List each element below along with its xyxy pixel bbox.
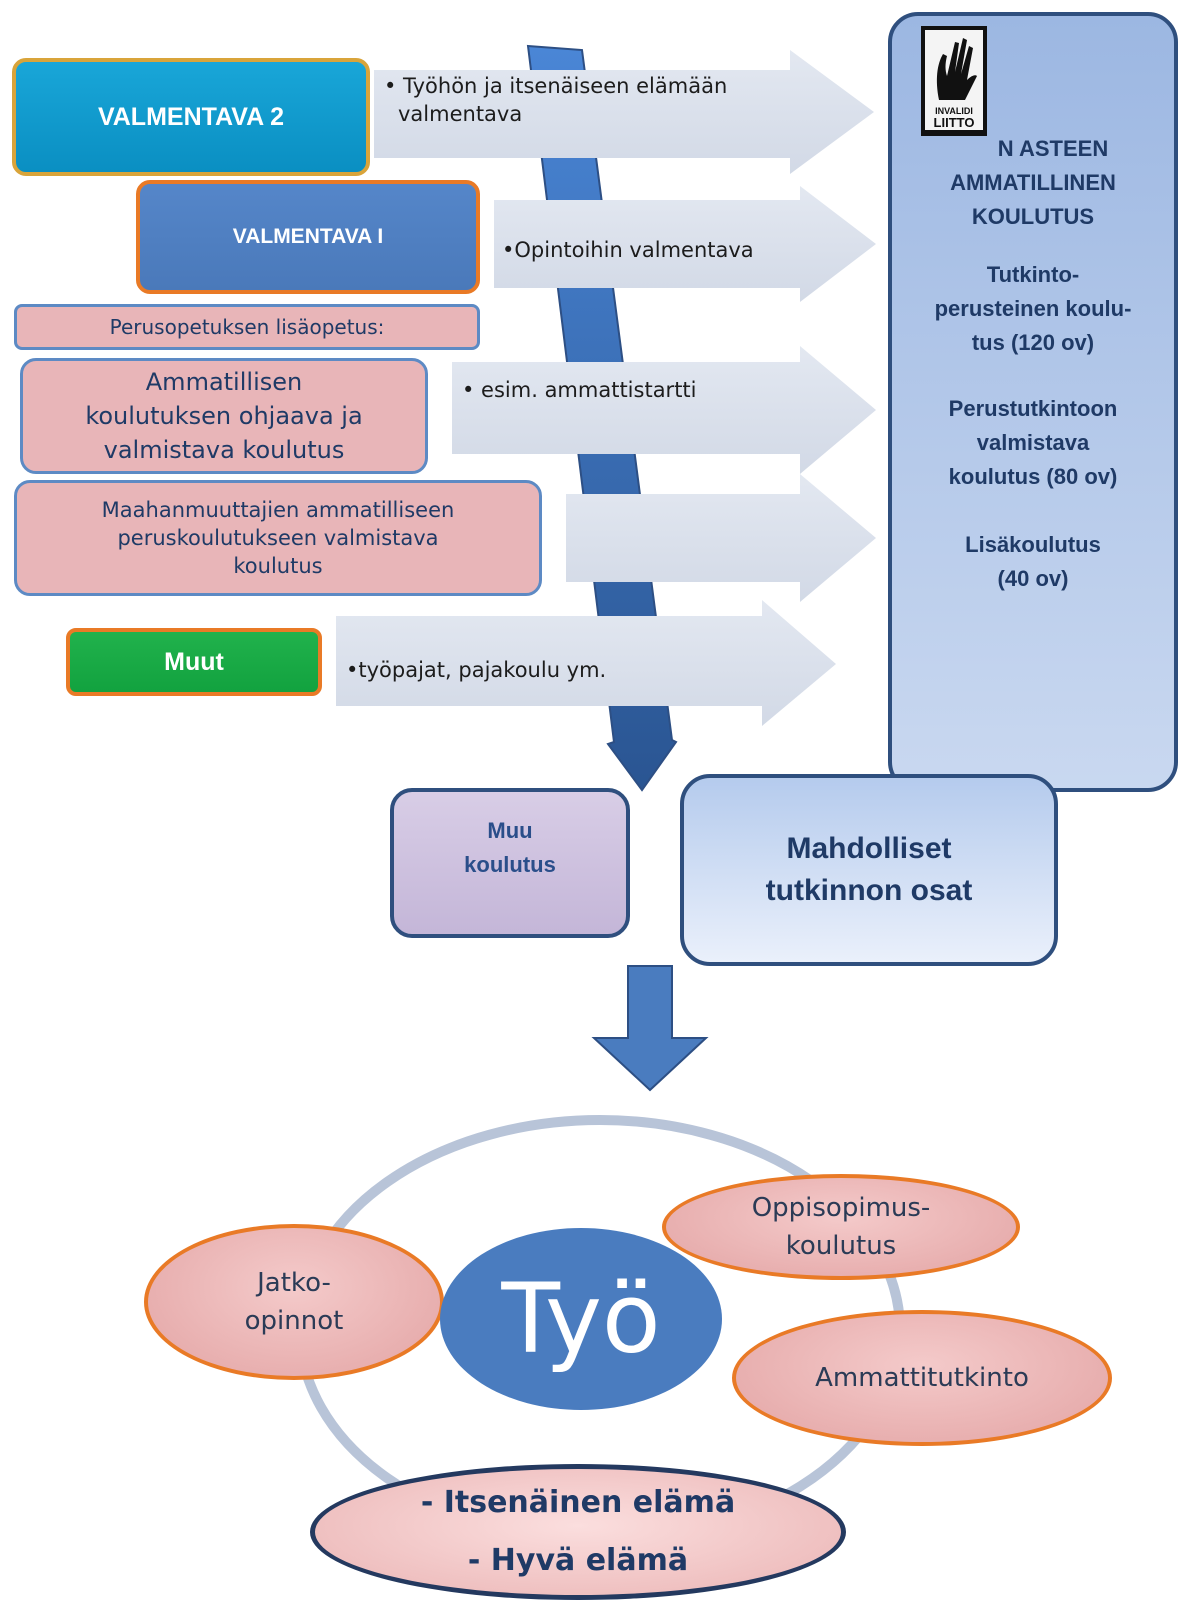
toisen-asteen-panel: N ASTEEN AMMATILLINEN KOULUTUS Tutkinto-… (888, 12, 1178, 792)
panel-item-line: koulutus (80 ov) (948, 464, 1118, 489)
tyo-label: Työ (501, 1263, 661, 1375)
maahanmuuttajien-line: Maahanmuuttajien ammatilliseen (101, 498, 455, 522)
muu-koulutus-box: Muu koulutus (390, 788, 630, 938)
perusopetus-label: Perusopetuksen lisäopetus: (109, 315, 385, 339)
arrow-1-line: valmentava (398, 102, 523, 126)
oppisopimus-line: koulutus (785, 1231, 897, 1261)
arrow-3-text: • esim. ammattistartti (462, 378, 697, 402)
muut-box: Muut (66, 628, 322, 696)
jatko-line: Jatko- (257, 1268, 331, 1298)
arrow-1 (374, 50, 874, 174)
valmentava-1-box: VALMENTAVA I (136, 180, 480, 294)
muut-label: Muut (164, 647, 224, 676)
maahanmuuttajien-line: koulutus (233, 554, 323, 578)
logo-text-top: INVALIDI (935, 106, 973, 116)
mahdolliset-box: Mahdolliset tutkinnon osat (680, 774, 1058, 966)
elama-line: - Itsenäinen elämä (420, 1485, 736, 1520)
arrow-1-line: • Työhön ja itsenäiseen elämään (384, 74, 728, 98)
down-arrow (591, 965, 709, 1092)
panel-item-line: Perustutkintoon (948, 396, 1118, 421)
arrow-2 (494, 186, 876, 302)
panel-heading-rest: AMMATILLINEN KOULUTUS (892, 166, 1174, 234)
ammattitutkinto-bubble: Ammattitutkinto (732, 1310, 1112, 1446)
oppisopimus-bubble: Oppisopimus- koulutus (662, 1174, 1020, 1280)
panel-heading-line: AMMATILLINEN (950, 170, 1116, 195)
ammatillisen-box: Ammatillisen koulutuksen ohjaava ja valm… (20, 358, 428, 474)
ammatillisen-line: koulutuksen ohjaava ja (85, 402, 363, 430)
panel-item-perustutkinto: Perustutkintoon valmistava koulutus (80 … (892, 392, 1174, 494)
panel-item-line: Lisäkoulutus (965, 532, 1101, 557)
ammatillisen-line: Ammatillisen (145, 368, 303, 396)
arrow-4 (566, 474, 876, 602)
panel-item-line: tus (120 ov) (971, 330, 1095, 355)
elama-ellipse: - Itsenäinen elämä - Hyvä elämä (310, 1464, 846, 1600)
arrow-2-text: •Opintoihin valmentava (502, 238, 754, 262)
valmentava-2-label: VALMENTAVA 2 (97, 102, 285, 131)
arrow-5 (336, 600, 836, 726)
muu-koulutus-line: Muu (487, 818, 533, 843)
arrow-3 (452, 346, 876, 474)
panel-item-line: valmistava (976, 430, 1090, 455)
hand-icon: INVALIDI LIITTO (934, 38, 977, 130)
oppisopimus-line: Oppisopimus- (751, 1193, 931, 1223)
arrow-5-text: •työpajat, pajakoulu ym. (346, 658, 607, 682)
valmentava-1-label: VALMENTAVA I (232, 225, 384, 248)
mahdolliset-line: tutkinnon osat (765, 874, 973, 907)
panel-item-line: (40 ov) (997, 566, 1069, 591)
logo-text-bottom: LIITTO (934, 115, 975, 130)
maahanmuuttajien-line: peruskoulutukseen valmistava (117, 526, 439, 550)
invalidiliitto-logo: INVALIDI LIITTO (921, 26, 987, 136)
elama-line: - Hyvä elämä (467, 1543, 689, 1578)
panel-heading-line: N ASTEEN (997, 136, 1109, 161)
panel-item-line: Tutkinto- (986, 262, 1080, 287)
ammatillisen-line: valmistava koulutus (103, 436, 345, 464)
mahdolliset-line: Mahdolliset (786, 832, 952, 865)
panel-item-line: perusteinen koulu- (934, 296, 1132, 321)
tyo-center-circle: Työ (440, 1228, 722, 1410)
maahanmuuttajien-box: Maahanmuuttajien ammatilliseen peruskoul… (14, 480, 542, 596)
valmentava-2-box: VALMENTAVA 2 (12, 58, 370, 176)
logo-inner: INVALIDI LIITTO (925, 30, 983, 130)
muu-koulutus-line: koulutus (464, 852, 556, 877)
perusopetus-box: Perusopetuksen lisäopetus: (14, 304, 480, 350)
panel-heading: N ASTEEN (892, 132, 1174, 166)
ammattitutkinto-label: Ammattitutkinto (815, 1363, 1029, 1393)
jatko-line: opinnot (244, 1306, 344, 1336)
panel-heading-line: KOULUTUS (971, 204, 1095, 229)
panel-item-tutkinto: Tutkinto- perusteinen koulu- tus (120 ov… (892, 258, 1174, 360)
panel-item-lisakoulutus: Lisäkoulutus (40 ov) (892, 528, 1174, 596)
jatko-opinnot-bubble: Jatko- opinnot (144, 1224, 444, 1380)
arrow-1-text: • Työhön ja itsenäiseen elämään valmenta… (384, 72, 727, 128)
